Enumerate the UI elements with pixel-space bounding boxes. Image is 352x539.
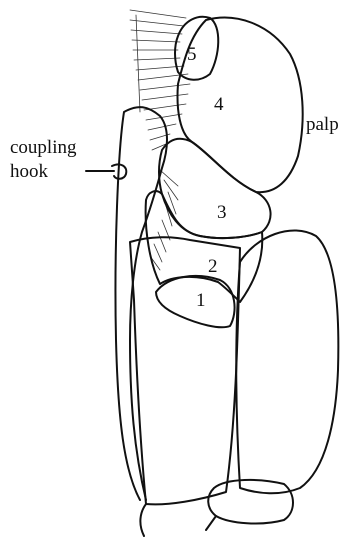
palp-label: palp: [306, 114, 339, 135]
segment-label-1: 1: [196, 290, 206, 311]
bottom-base: [140, 504, 216, 536]
segment-label-5: 5: [187, 44, 197, 65]
segment-label-4: 4: [214, 94, 224, 115]
segment-label-2: 2: [208, 256, 218, 277]
hook-label: hook: [10, 161, 49, 182]
coupling-label: coupling: [10, 137, 77, 158]
palp-segment-3: [159, 139, 271, 238]
segment-label-3: 3: [217, 202, 227, 223]
setae-hatching: [130, 10, 190, 270]
right-lobe: [236, 230, 338, 493]
bottom-knob: [208, 480, 293, 524]
